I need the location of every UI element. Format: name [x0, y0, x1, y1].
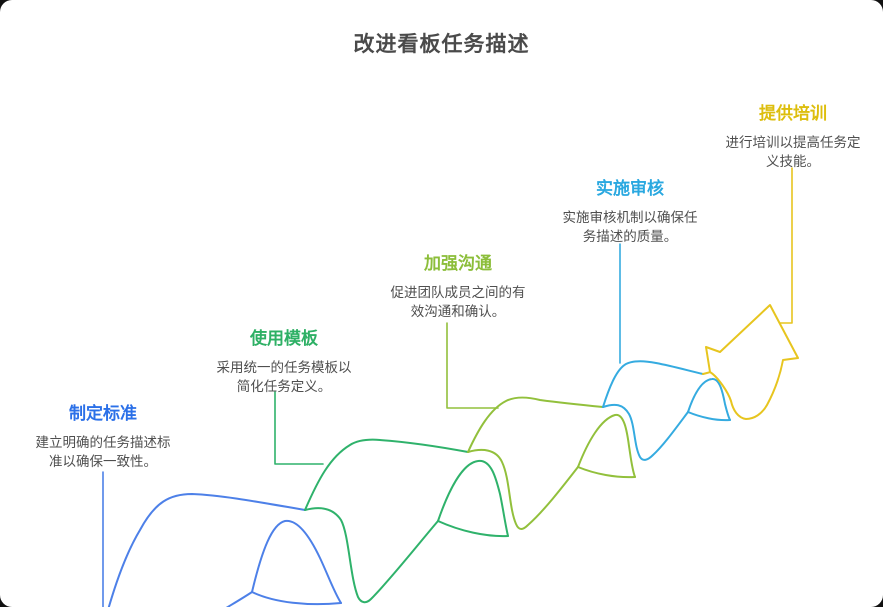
stage-5-provide-training: 提供培训 进行培训以提高任务定义技能。: [717, 99, 869, 171]
wave-segment-2-curl: [304, 507, 439, 604]
stage-1-description: 建立明确的任务描述标准以确保一致性。: [35, 435, 171, 469]
stage-2-title: 使用模板: [250, 329, 318, 348]
stage-2-description: 采用统一的任务模板以简化任务定义。: [216, 360, 352, 394]
stage-5-title: 提供培训: [759, 104, 827, 123]
stage-2-connector-line: [274, 391, 324, 465]
stage-3-description: 促进团队成员之间的有效沟通和确认。: [390, 285, 526, 319]
wave-segment-4-crest: [602, 360, 704, 408]
stage-5-description: 进行培训以提高任务定义技能。: [725, 135, 861, 169]
stage-4-description: 实施审核机制以确保任务描述的质量。: [562, 210, 698, 244]
stage-1-title: 制定标准: [69, 404, 137, 423]
stage-3-strengthen-communication: 加强沟通 促进团队成员之间的有效沟通和确认。: [382, 249, 534, 321]
wave-segment-4-curl-bottom: [687, 411, 731, 422]
stage-2-use-templates: 使用模板 采用统一的任务模板以简化任务定义。: [208, 324, 360, 396]
wave-segment-1-curl-bottom: [251, 591, 342, 606]
wave-segment-2-curl-bottom: [437, 520, 509, 538]
wave-segment-3-curl-arch: [577, 413, 636, 478]
wave-segment-1-curl-arch: [251, 519, 342, 604]
wave-segment-4-curl: [602, 403, 689, 461]
wave-segment-3-curl: [467, 448, 579, 530]
stage-4-title: 实施审核: [596, 179, 664, 198]
page-title: 改进看板任务描述: [353, 33, 530, 56]
ascending-arrow: [702, 304, 799, 420]
stage-1-define-standards: 制定标准 建立明确的任务描述标准以确保一致性。: [27, 399, 179, 471]
stage-3-title: 加强沟通: [424, 254, 492, 273]
wave-segment-4-curl-arch: [687, 378, 731, 421]
stage-3-connector-line: [446, 322, 499, 409]
wave-segment-3-curl-bottom: [577, 466, 636, 479]
wave-segment-1-crest: [107, 493, 306, 607]
stage-4-implement-review: 实施审核 实施审核机制以确保任务描述的质量。: [554, 174, 706, 246]
wave-segment-2-crest: [304, 438, 469, 511]
stage-5-connector-line: [779, 167, 793, 324]
wave-segment-1-rise: [225, 591, 253, 607]
wave-segment-2-curl-arch: [437, 459, 509, 537]
wave-segment-3-crest: [467, 396, 604, 453]
